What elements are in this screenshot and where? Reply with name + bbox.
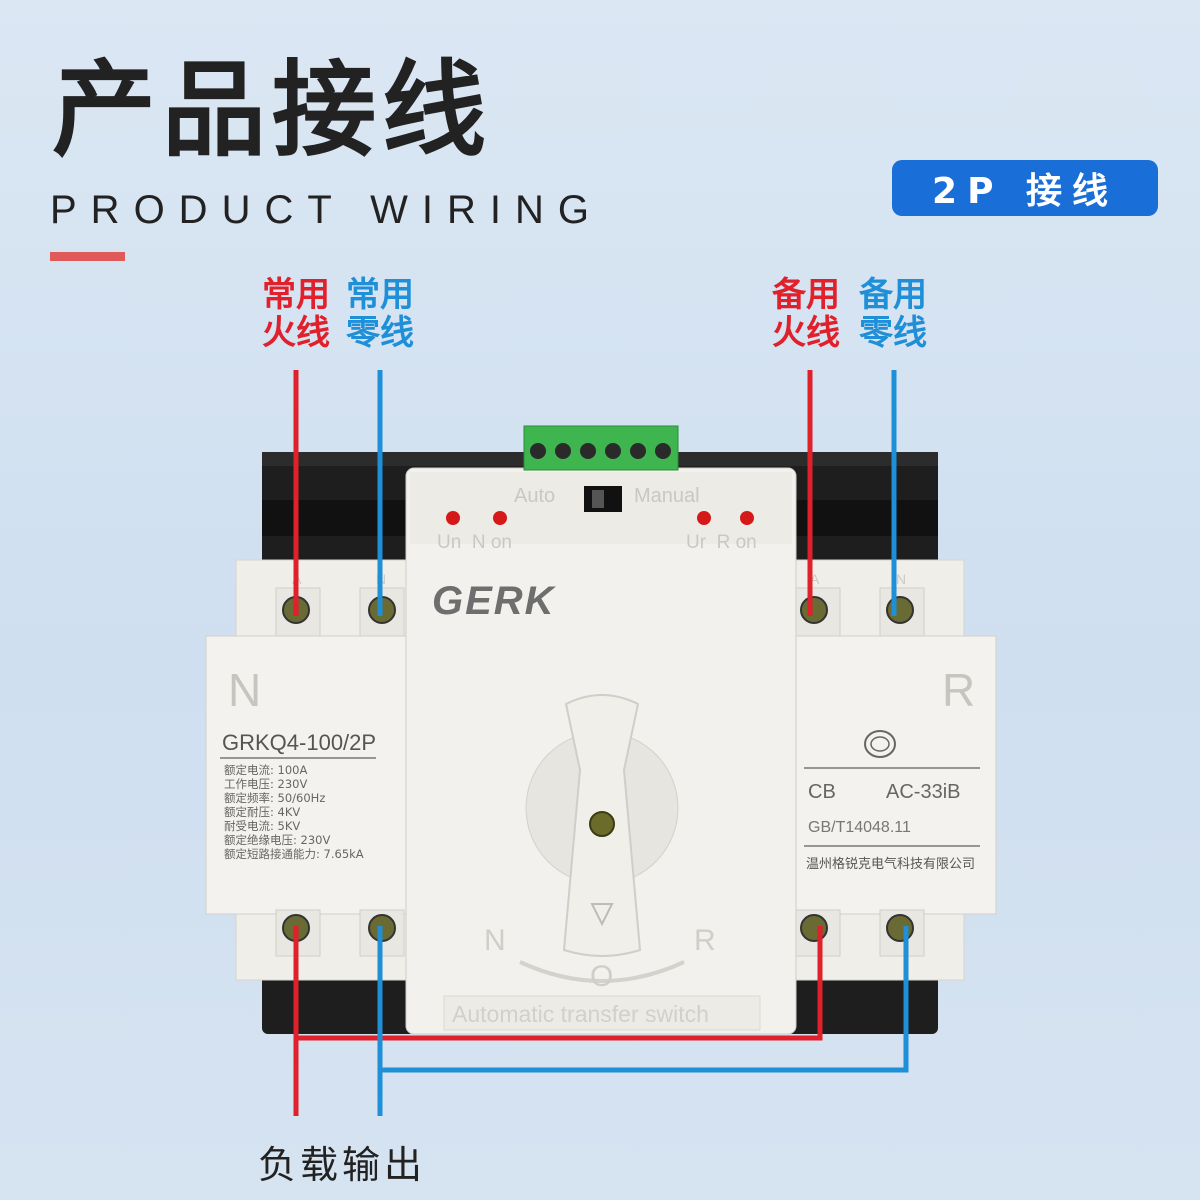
brand-logo: GERK [432,579,557,623]
normal-neutral-label-line2: 零线 [346,313,414,353]
live-bridge-wire [296,926,823,1041]
neutral-bridge-wire [380,926,909,1073]
category-label: AC-33iB [886,781,960,803]
cb-label: CB [808,781,836,803]
normal-live-label: 常用 火线 [256,276,336,352]
spec-line: 额定绝缘电压: 230V [224,833,330,847]
wiring-type-badge: 2P 接线 [892,160,1158,216]
page-title: 产品接线 [52,49,493,171]
spec-line: 额定耐压: 4KV [224,805,300,819]
indicator-left-label: Un N on [437,532,512,553]
footer-text: Automatic transfer switch [452,1001,709,1027]
side-r-label: R [942,664,975,716]
spec-line: 工作电压: 230V [224,777,307,791]
led-un [446,511,460,525]
manufacturer-label: 温州格锐克电气科技有限公司 [806,856,975,872]
spec-line: 额定短路接通能力: 7.65kA [224,847,364,861]
manual-label: Manual [634,485,700,507]
backup-neutral-label: 备用 零线 [853,276,933,352]
control-terminal-screws [530,443,671,459]
dial-arc [519,960,685,983]
led-r-on [740,511,754,525]
spec-line: 耐受电流: 5KV [224,819,300,833]
ccc-mark-icon [864,730,896,758]
dial-n-label: N [484,924,506,957]
load-output-label: 负载输出 [258,1143,427,1187]
indicator-right-label: Ur R on [686,532,757,553]
spec-line: 额定频率: 50/60Hz [224,791,325,805]
backup-live-label-line2: 火线 [772,313,840,353]
led-n-on [493,511,507,525]
control-terminal-block [523,425,679,471]
backup-live-label-line1: 备用 [772,275,840,315]
backup-neutral-label-line2: 零线 [859,313,927,353]
handle-screw [589,811,615,837]
title-underline [50,252,125,261]
normal-live-label-line1: 常用 [262,275,330,315]
backup-neutral-label-line1: 备用 [859,275,927,315]
normal-neutral-label: 常用 零线 [340,276,420,352]
dial-r-label: R [694,924,716,957]
normal-neutral-label-line1: 常用 [346,275,414,315]
auto-label: Auto [514,485,555,507]
terminal-a-label: A [810,571,820,587]
standard-label: GB/T14048.11 [808,819,911,836]
terminal-n-label: N [896,571,906,587]
handle-arrow-icon [590,903,614,927]
model-number: GRKQ4-100/2P [222,730,376,755]
spec-line: 额定电流: 100A [224,763,307,777]
right-label-panel [791,635,997,915]
backup-live-label: 备用 火线 [766,276,846,352]
side-n-label: N [228,664,261,716]
normal-live-label-line2: 火线 [262,313,330,353]
dial-o-label: O [590,960,613,993]
spec-list: 额定电流: 100A 工作电压: 230V 额定频率: 50/60Hz 额定耐压… [224,763,364,861]
led-ur [697,511,711,525]
page-subtitle: PRODUCT WIRING [50,188,604,232]
